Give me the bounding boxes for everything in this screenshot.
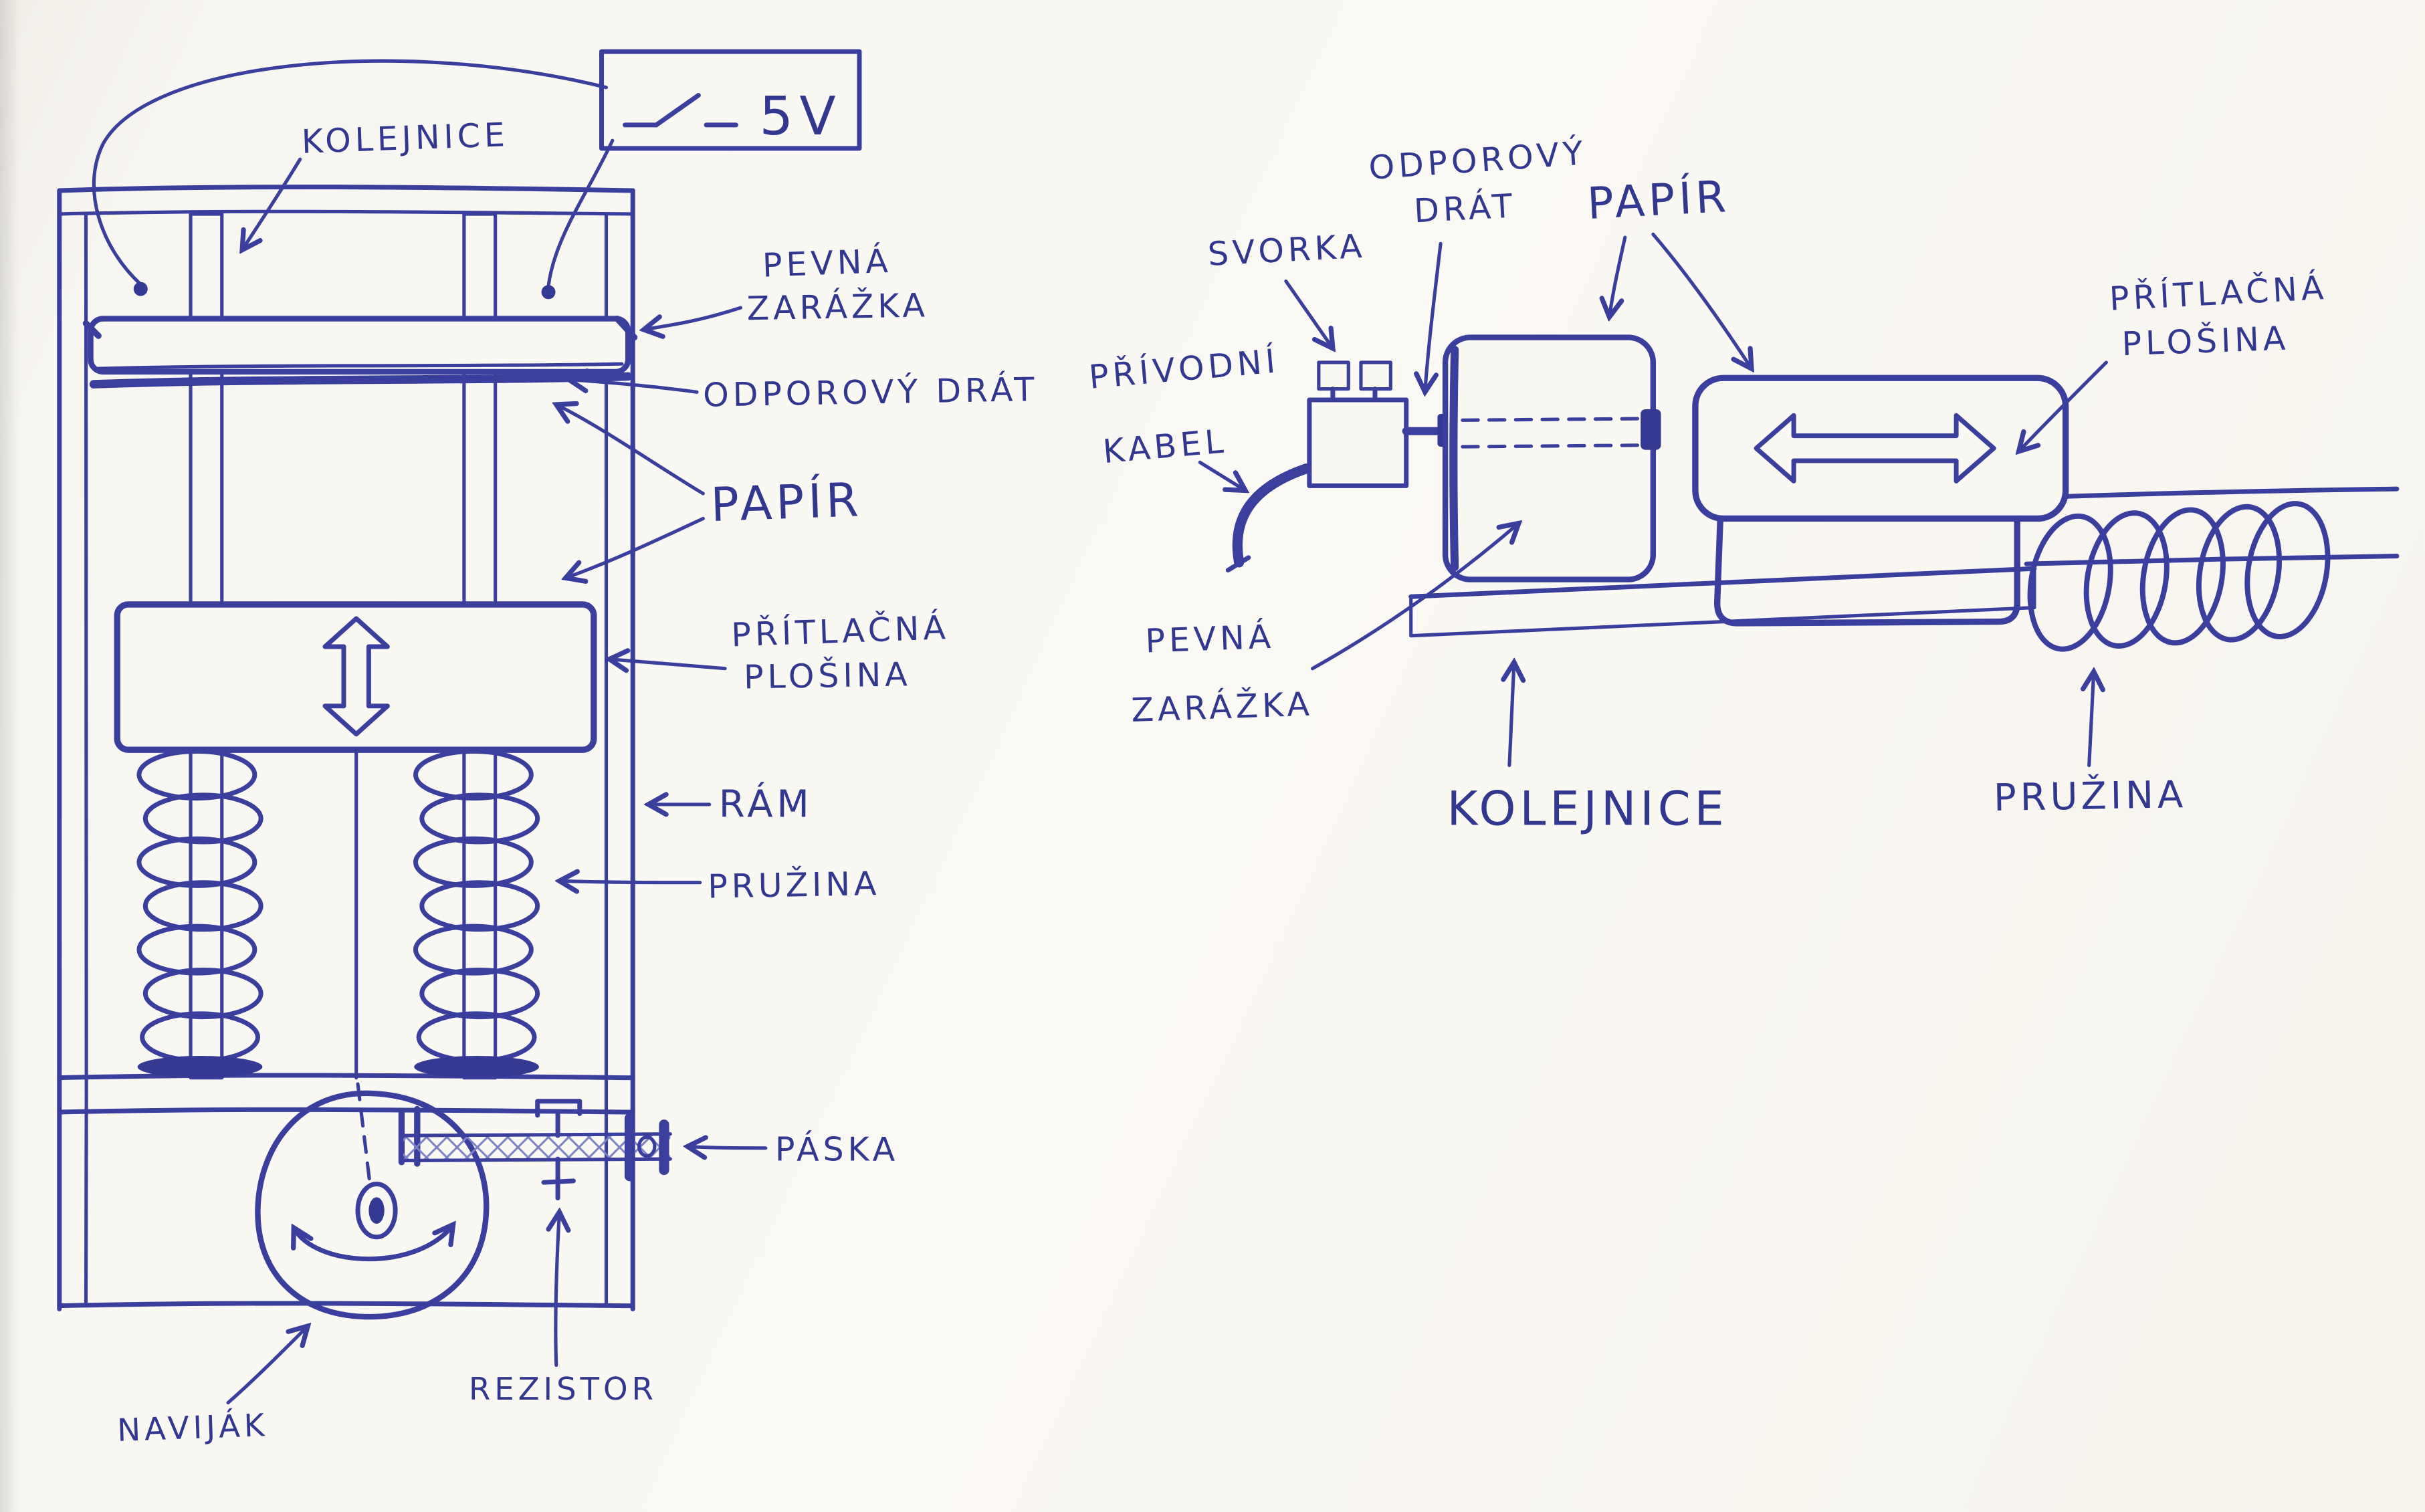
kolejnice-arrow (242, 157, 302, 249)
clamp (1307, 360, 1409, 488)
pevna-side-text-2: ZARÁŽKA (1130, 684, 1313, 730)
pruzina-side-arrow (2089, 671, 2094, 768)
rail-band (1408, 566, 2037, 638)
odporovy-drat-text: ODPOROVÝ DRÁT (703, 369, 1039, 415)
clamp-terminal-2 (1359, 360, 1392, 391)
svorka-arrow (1284, 279, 1333, 348)
kolejnice-text: KOLEJNICE (301, 115, 510, 161)
label-navijak: NAVIJÁK (116, 1326, 308, 1449)
rotation-arrow-icon (294, 1224, 453, 1262)
odporovy-side-arrow (1425, 241, 1443, 392)
pruzina-text: PRUŽINA (708, 863, 881, 905)
rezistor-text: REZISTOR (469, 1372, 657, 1408)
pruzina-side-text: PRUŽINA (1993, 771, 2187, 820)
pevna-side-arrow (1310, 523, 1519, 671)
pritlacna-arrow (609, 659, 727, 669)
spring-right-base (414, 1055, 540, 1078)
winder-axle-core (368, 1197, 385, 1224)
pressure-platform (114, 601, 597, 753)
papir-side-text: PAPÍR (1586, 170, 1731, 229)
pevna-text-2: ZARÁŽKA (746, 285, 929, 328)
label-ram: RÁM (649, 781, 813, 827)
rezistor-arrow (556, 1212, 560, 1368)
platform-skirt (1713, 515, 2020, 627)
odporovy-side-text-2: DRÁT (1413, 185, 1517, 230)
wire-nub-right (1641, 409, 1661, 450)
supply-wire-right (546, 138, 615, 288)
papir-arrow-down (566, 516, 705, 578)
label-rezistor: REZISTOR (469, 1212, 657, 1408)
privodni-text-2: KABEL (1101, 421, 1229, 471)
tape-rod-dashed (356, 1082, 373, 1189)
right-diagram: SVORKA ODPOROVÝ DRÁT PAPÍR PŘÍTLAČNÁ PLO… (1087, 132, 2400, 836)
papir-side-arrow-1 (1609, 235, 1627, 317)
spring-left (136, 748, 263, 1078)
ram-text: RÁM (719, 781, 813, 827)
pevna-text-1: PEVNÁ (762, 241, 893, 285)
spring-left-base (137, 1055, 263, 1078)
cable-end-tick (1225, 555, 1251, 573)
fixed-stop-bar (82, 315, 638, 375)
label-pevna-zarazka-side: PEVNÁ ZARÁŽKA (1130, 523, 1518, 730)
navijak-arrow (226, 1326, 308, 1405)
label-pruzina-left: PRUŽINA (559, 863, 881, 906)
label-pruzina-side: PRUŽINA (1993, 671, 2188, 820)
pevna-side-text-1: PEVNÁ (1144, 617, 1275, 661)
resistance-wire (89, 372, 633, 389)
tape (401, 1113, 672, 1182)
kolejnice-side-text: KOLEJNICE (1447, 781, 1727, 836)
label-privodni-kabel: PŘÍVODNÍ KABEL (1087, 340, 1281, 490)
clamp-terminal-1 (1317, 360, 1350, 391)
pritlacna-text-1: PŘÍTLAČNÁ (730, 607, 950, 654)
navijak-text: NAVIJÁK (116, 1407, 269, 1449)
spring-right-front (413, 748, 540, 1078)
privodni-text-1: PŘÍVODNÍ (1087, 340, 1281, 397)
wire-terminal-right (541, 285, 556, 300)
label-odporovy-drat-left: ODPOROVÝ DRÁT (568, 369, 1039, 415)
supply-cable (1232, 463, 1311, 568)
left-diagram: 5V (56, 49, 1039, 1449)
pruzina-arrow (559, 881, 702, 882)
pritlacna-side-text-2: PLOŠINA (2121, 318, 2290, 364)
privodni-arrow (1198, 460, 1245, 490)
paska-text: PÁSKA (775, 1129, 899, 1168)
pritlacna-side-text-1: PŘÍTLAČNÁ (2108, 267, 2328, 318)
label-papir-side: PAPÍR (1586, 170, 1752, 368)
switch-box-outline (599, 49, 862, 151)
papir-side-arrow-2 (1651, 232, 1752, 368)
pevna-arrow (644, 306, 742, 330)
papir-arrow-up (556, 405, 705, 496)
pritlacna-side-arrow (2019, 360, 2108, 451)
label-papir-left: PAPÍR (556, 405, 863, 578)
wire-terminal-left (133, 282, 148, 296)
pritlacna-text-2: PLOŠINA (743, 654, 912, 696)
svorka-text: SVORKA (1206, 227, 1366, 274)
resistor-component (535, 1099, 583, 1201)
rail-line-top (2012, 486, 2400, 501)
pressure-platform-side (1692, 374, 2069, 522)
rail-line-bottom (2024, 554, 2400, 566)
odporovy-drat-arrow (568, 380, 699, 394)
label-kolejnice-left: KOLEJNICE (242, 115, 510, 250)
kolejnice-side-arrow (1509, 662, 1514, 768)
label-kolejnice-side: KOLEJNICE (1447, 662, 1727, 836)
voltage-label: 5V (759, 85, 842, 147)
fixed-stop-block (1442, 334, 1661, 582)
up-down-arrow-icon (322, 616, 390, 737)
papir-text: PAPÍR (710, 472, 863, 532)
switch-icon (623, 92, 738, 128)
label-paska: PÁSKA (688, 1129, 899, 1168)
spring-side (2027, 501, 2331, 652)
paska-arrow (688, 1146, 768, 1148)
supply-wire-left (92, 59, 609, 286)
label-svorka: SVORKA (1206, 227, 1367, 348)
power-switch-box: 5V (92, 49, 862, 300)
winder (255, 1090, 490, 1320)
label-pritlacna-plosina-left: PŘÍTLAČNÁ PLOŠINA (609, 607, 950, 697)
odporovy-side-text-1: ODPOROVÝ (1368, 132, 1588, 187)
left-right-arrow-icon (1754, 413, 1996, 483)
tape-end-eye (637, 1135, 657, 1158)
label-pevna-zarazka-left: PEVNÁ ZARÁŽKA (644, 241, 929, 330)
